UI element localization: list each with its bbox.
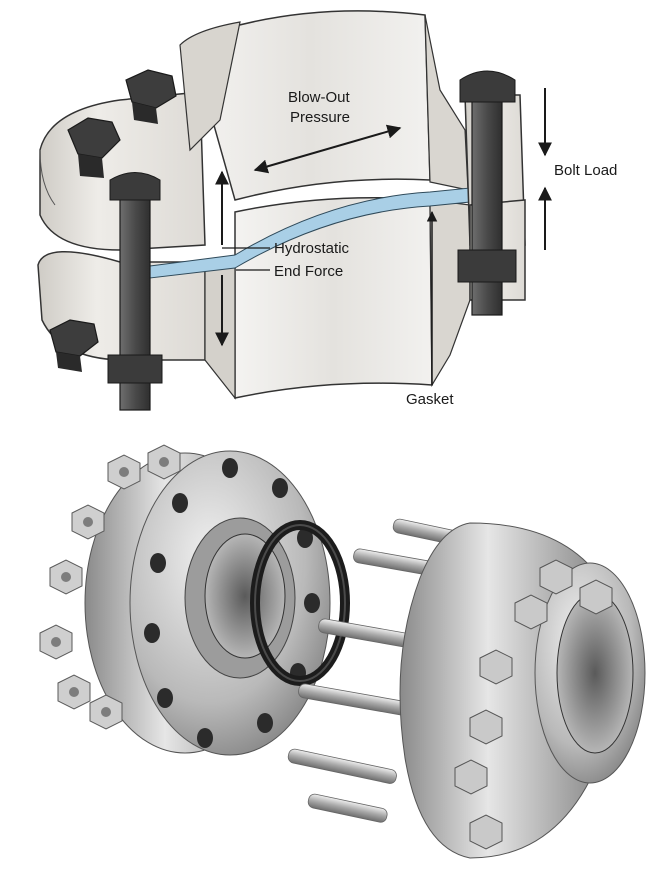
flange-exploded-photo bbox=[0, 428, 650, 867]
gasket-label: Gasket bbox=[406, 391, 454, 408]
left-bolt bbox=[107, 172, 163, 411]
left-flange-3d bbox=[84, 450, 331, 756]
blowout-label-line1: Blow-Out bbox=[288, 89, 351, 106]
hex-nut-bottom-left bbox=[49, 319, 99, 372]
right-flange-3d bbox=[399, 522, 646, 859]
hex-nut-top-left bbox=[67, 117, 121, 178]
ring-joint-gasket bbox=[250, 520, 350, 686]
nut-bore-holes bbox=[51, 457, 169, 717]
flange-cross-section-diagram: Blow-Out Pressure Hydrostatic End Force … bbox=[0, 0, 650, 428]
blowout-arrow bbox=[253, 124, 402, 174]
cross-section-svg: Blow-Out Pressure Hydrostatic End Force … bbox=[37, 10, 617, 411]
blowout-label-line2: Pressure bbox=[290, 109, 350, 126]
right-bolt bbox=[457, 70, 517, 316]
lower-pipe bbox=[204, 196, 471, 400]
hex-nut-top-center bbox=[125, 69, 177, 124]
right-flange-nuts bbox=[454, 559, 613, 850]
exploded-assembly-svg bbox=[39, 444, 646, 859]
hydrostatic-label: Hydrostatic bbox=[274, 240, 350, 257]
bolt-load-label: Bolt Load bbox=[554, 162, 617, 179]
end-force-label: End Force bbox=[274, 263, 343, 280]
